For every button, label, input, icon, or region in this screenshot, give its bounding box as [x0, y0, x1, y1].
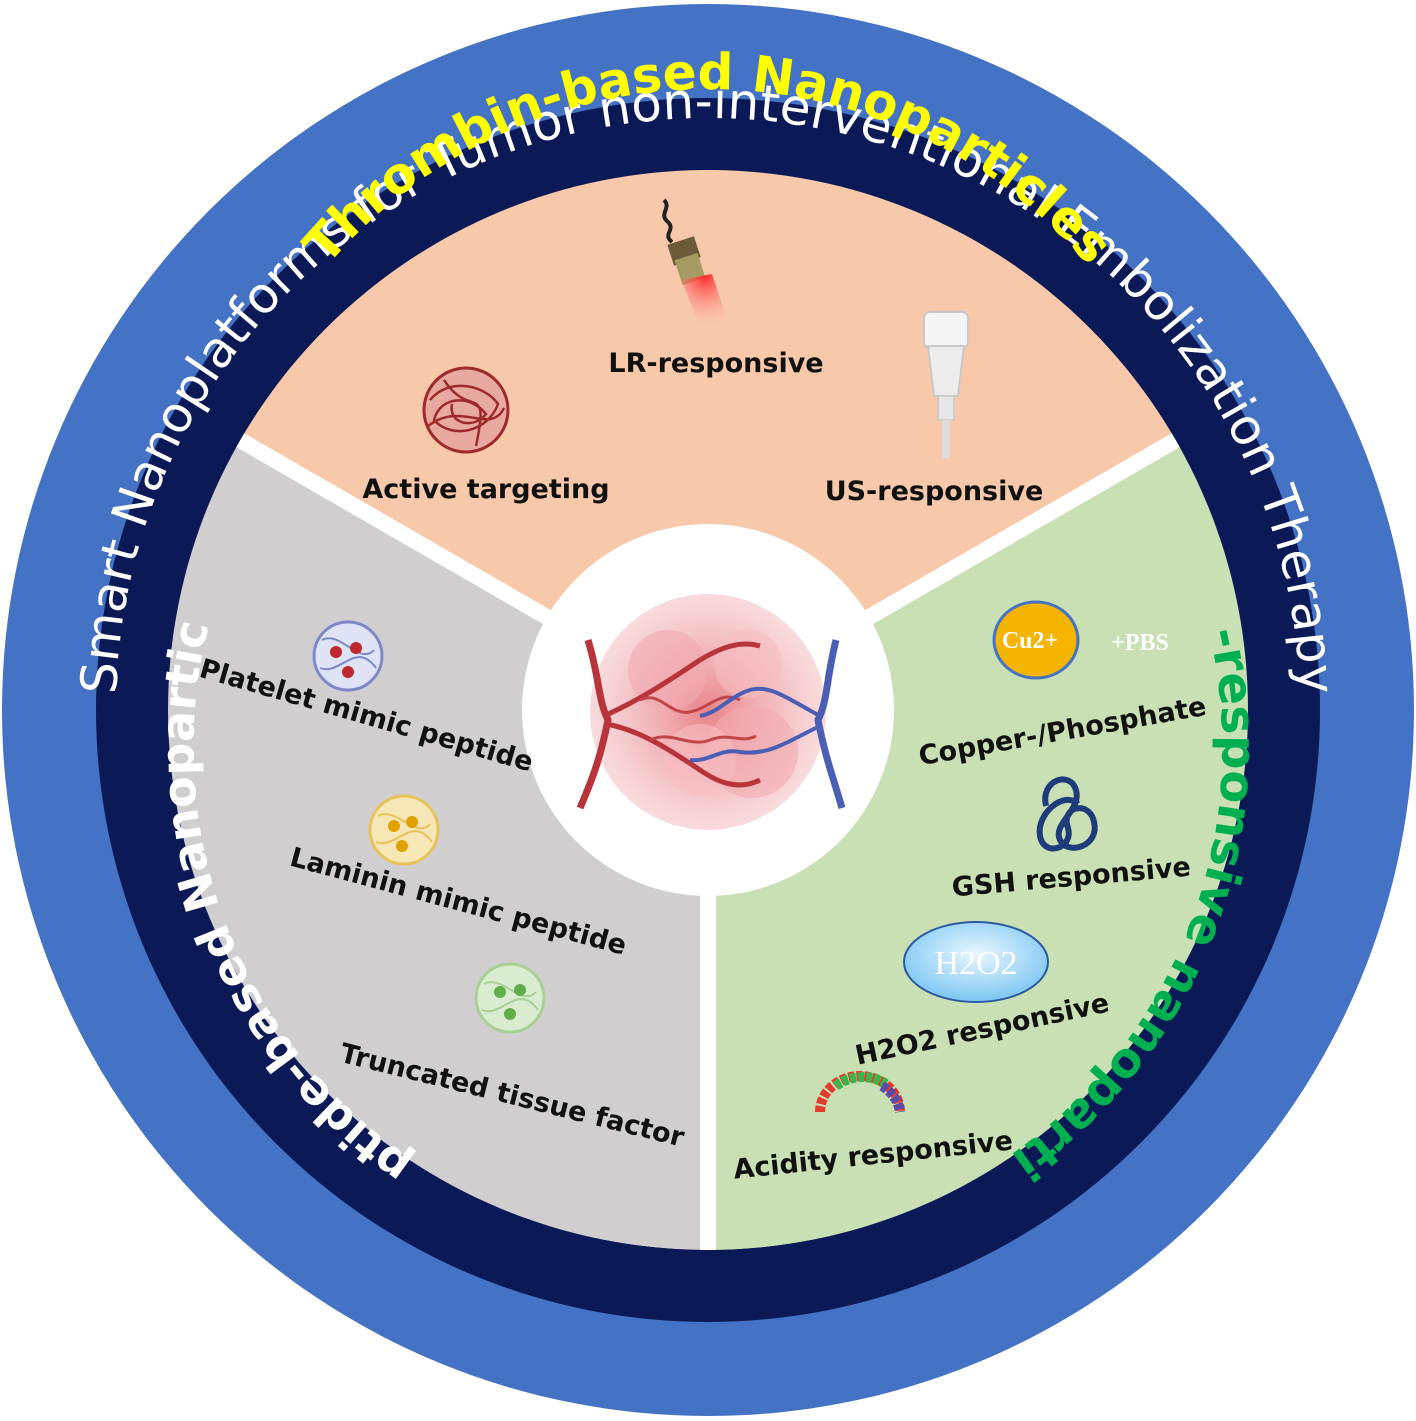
lr-responsive-label: LR-responsive — [608, 348, 823, 379]
svg-text:H2O2: H2O2 — [934, 945, 1017, 982]
pbs-label: +PBS — [1111, 630, 1169, 656]
ultrasound-probe-icon — [923, 311, 969, 458]
tumor-vessel-icon — [522, 524, 894, 896]
copper-ion-icon: Cu2+ — [992, 600, 1080, 680]
gsh-strand-icon — [1036, 776, 1098, 852]
yarn-ball-icon — [422, 366, 510, 454]
tissue-factor-nanoparticle-icon — [474, 962, 546, 1034]
laminin-nanoparticle-icon — [368, 794, 440, 866]
h2o2-bubble-icon: H2O2 — [903, 921, 1049, 1003]
active-targeting-label: Active targeting — [362, 474, 609, 505]
svg-text:Cu2+: Cu2+ — [1002, 628, 1058, 654]
platelet-nanoparticle-icon — [312, 620, 384, 692]
us-responsive-label: US-responsive — [825, 476, 1044, 507]
laser-probe-icon — [662, 198, 728, 328]
ph-gauge-icon — [815, 1071, 905, 1113]
